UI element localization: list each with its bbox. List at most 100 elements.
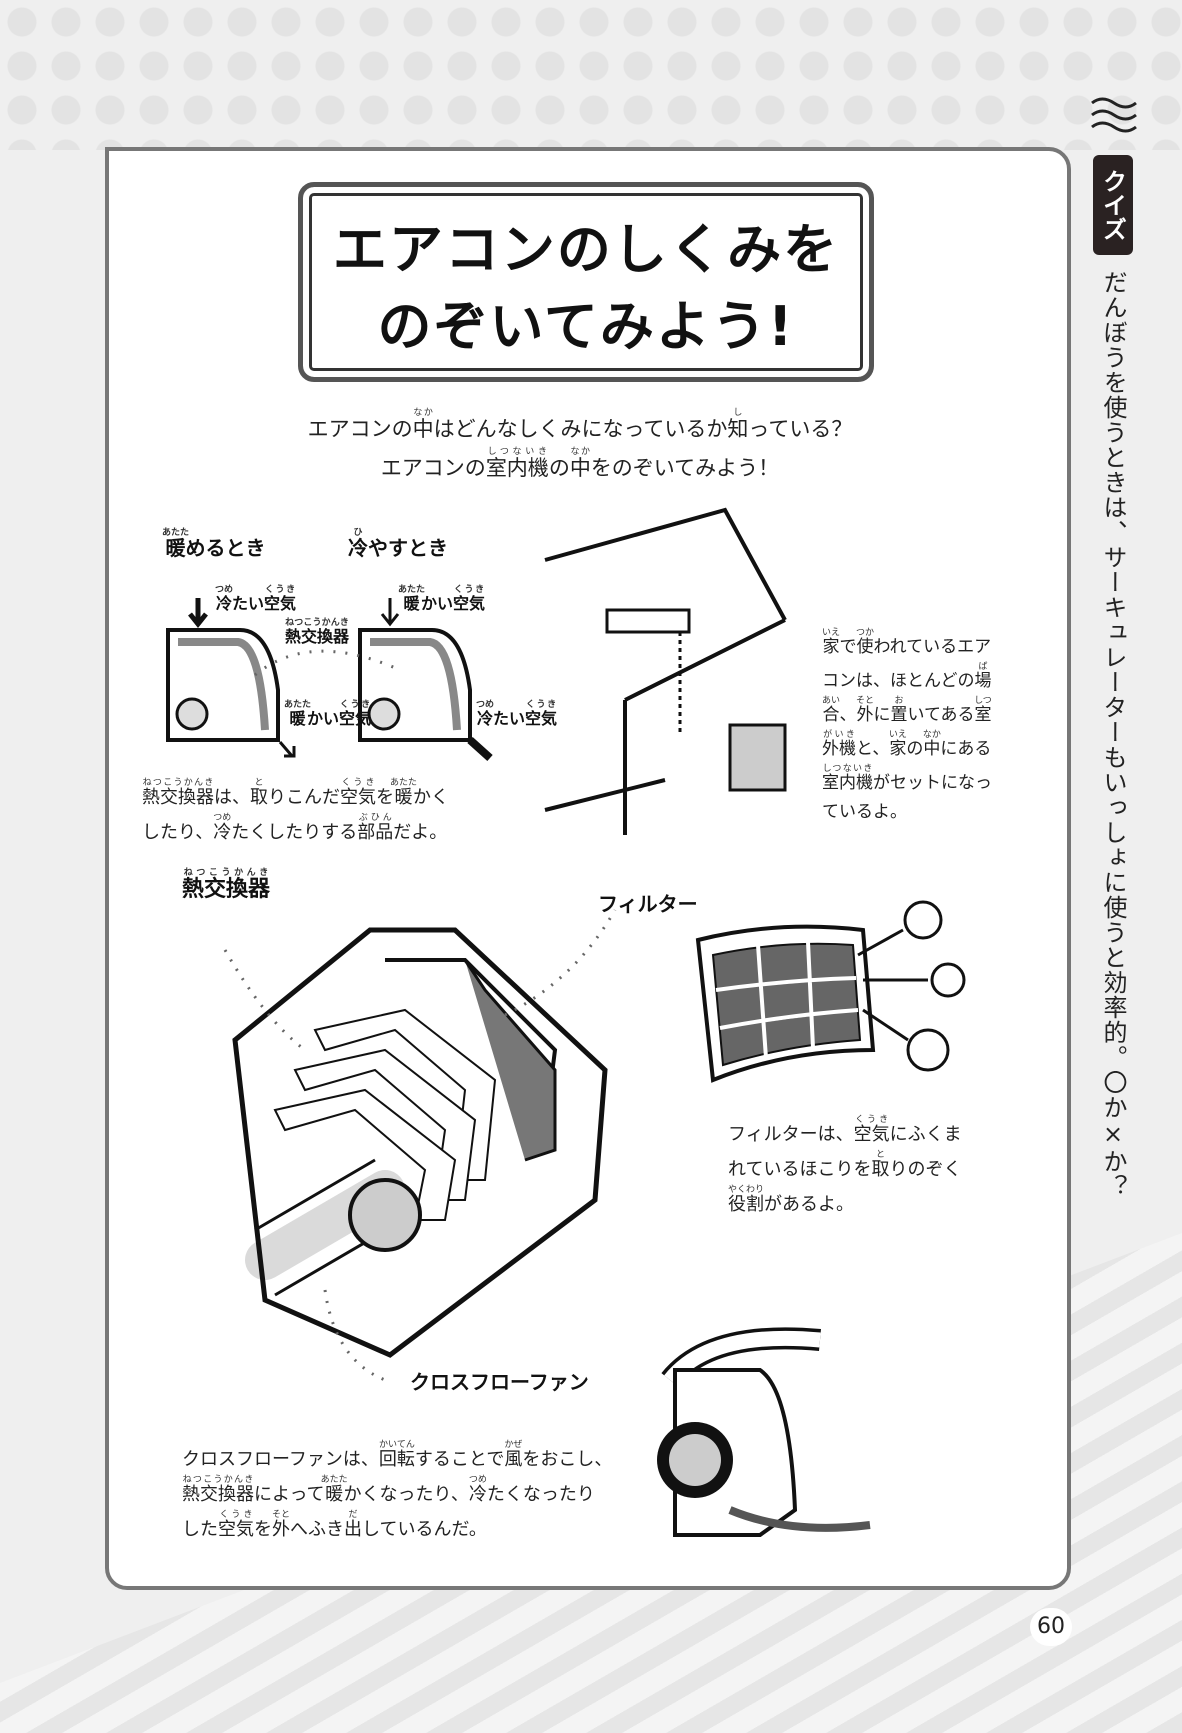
waves-icon [1091, 97, 1137, 133]
ruby-word: 取と [250, 778, 268, 808]
ruby-word: 中なか [412, 408, 434, 441]
furigana: ねつこうかんき [182, 868, 271, 878]
text-segment: クロスフローファンは、 [182, 1449, 379, 1470]
ruby-word: 暖あたた [284, 700, 312, 728]
furigana: あたた [390, 778, 418, 788]
furigana: つか [856, 628, 875, 638]
text-line: 外機がいきと、家いえの中なかにある [822, 730, 992, 764]
ruby-word: 出だ [344, 1510, 362, 1540]
furigana: つめ [476, 700, 495, 710]
room-caption: 家いえで使つかわれているエアコンは、ほとんどの場ば合あい、外そとに置おいてある室… [822, 628, 992, 827]
furigana: そと [272, 1510, 291, 1520]
furigana: しつないき [822, 764, 873, 774]
text-segment: を [254, 1519, 272, 1540]
title-box: エアコンのしくみを のぞいてみよう! [298, 182, 874, 382]
ruby-word: 冷つめ [468, 1475, 487, 1505]
furigana: つめ [215, 585, 234, 595]
text-segment: にふくま [889, 1124, 962, 1145]
ruby-word: 風かぜ [504, 1440, 523, 1470]
text-segment: の [906, 739, 924, 759]
text-segment: りこんだ [268, 787, 340, 808]
furigana: ねつこうかんき [182, 1475, 254, 1485]
furigana: くうき [525, 700, 558, 710]
furigana: かぜ [504, 1440, 523, 1450]
text-segment: かく [413, 787, 449, 808]
filter-label: フィルター [598, 892, 698, 916]
text-segment: を [376, 787, 394, 808]
page-title-line1: エアコンのしくみを [332, 218, 840, 281]
page-title-line2: のぞいてみよう! [377, 295, 795, 358]
ruby-word: 冷ひ [348, 528, 368, 560]
ruby-word: 空気くうき [853, 1115, 890, 1145]
text-segment: はどんなしくみになっているか [433, 417, 728, 441]
furigana: ねつこうかんき [142, 778, 214, 788]
exchanger-label-small: 熱交換器ねつこうかんき [285, 618, 349, 647]
text-line: した空気くうきを外そとへふき出だしているんだ。 [182, 1510, 612, 1545]
filter-caption: フィルターは、空気くうきにふくまれているほこりを取とりのぞく役割やくわりがあるよ… [728, 1115, 962, 1220]
content-panel [105, 147, 1071, 1590]
cool-heading: 冷ひやすとき [348, 528, 448, 561]
text-segment: で [839, 637, 857, 657]
warm-heading: 暖あたためるとき [162, 528, 266, 561]
furigana: と [871, 1150, 890, 1160]
furigana: しつないき [485, 447, 549, 457]
text-segment: がセットになっ [873, 773, 992, 793]
text-segment: たくなったり [486, 1484, 595, 1505]
text-segment: エアコンの [380, 456, 486, 480]
room-illustration [544, 507, 787, 835]
fan-label: クロスフローファン [410, 1370, 589, 1394]
furigana: あたた [398, 585, 426, 595]
ruby-word: 使つか [856, 628, 875, 657]
heat-exchanger-diagram [166, 598, 493, 761]
ruby-word: 空気くうき [453, 585, 486, 613]
ruby-word: 外機がいき [822, 730, 856, 759]
furigana: だ [344, 1510, 362, 1520]
text-segment: かい [421, 594, 454, 613]
cool-out-label: 冷つめたい空気くうき [476, 700, 557, 729]
text-segment: によって [254, 1484, 325, 1505]
ruby-word: 置お [890, 696, 908, 725]
furigana: やくわり [728, 1185, 765, 1195]
ruby-word: 空気くうき [340, 778, 376, 808]
text-segment: っている？ [748, 417, 853, 441]
text-segment: しているんだ。 [362, 1519, 487, 1540]
ruby-word: 部品ぶひん [357, 813, 394, 843]
text-segment: に [873, 705, 891, 725]
ruby-word: 室内機しつないき [822, 764, 873, 793]
furigana: し [727, 408, 749, 418]
furigana: いえ [822, 628, 841, 638]
ruby-word: 家いえ [888, 730, 907, 759]
page-number: 60 [1030, 1608, 1072, 1646]
text-segment: フィルターは、 [728, 1124, 854, 1145]
ruby-word: 熱交換器ねつこうかんき [182, 1475, 254, 1505]
quiz-question: だんぼうを使うときは、サーキュレーターもいっしょに使うと効率的。〇か×か？ [1099, 270, 1127, 1199]
text-line: 室内機しつないきがセットになっ [822, 764, 992, 798]
ruby-word: 暖あたた [390, 778, 418, 808]
text-segment: かくなったり、 [343, 1484, 469, 1505]
ruby-word: 空気くうき [218, 1510, 254, 1540]
ruby-word: 外そと [272, 1510, 291, 1540]
furigana: つめ [213, 813, 232, 823]
exchanger-label: 熱交換器ねつこうかんき [182, 868, 270, 903]
text-line: エアコンの室内機しつないきの中なかをのぞいてみよう！ [200, 447, 960, 486]
furigana: と [250, 778, 268, 788]
ruby-word: 回転かいてん [378, 1440, 415, 1470]
fan-caption: クロスフローファンは、回転かいてんすることで風かぜをおこし、熱交換器ねつこうかん… [182, 1440, 612, 1545]
text-segment: の [548, 456, 570, 480]
furigana: ねつこうかんき [285, 618, 349, 628]
warm-in-label: 冷つめたい空気くうき [215, 585, 296, 614]
filter-illustration [695, 900, 966, 1083]
text-segment: エアコンの [307, 417, 413, 441]
text-segment: われているエア [873, 637, 992, 657]
ruby-word: 合あい [822, 696, 841, 725]
background-dots [0, 0, 1182, 150]
ruby-word: 取と [871, 1150, 890, 1180]
text-segment: へふき [290, 1519, 344, 1540]
text-segment: をおこし、 [522, 1449, 613, 1470]
ruby-word: 室しつ [974, 696, 992, 725]
furigana: なか [922, 730, 941, 740]
text-segment: ているよ。 [822, 802, 907, 822]
furigana: あたた [162, 528, 190, 538]
furigana: くうき [340, 778, 376, 788]
cool-in-label: 暖あたたかい空気くうき [398, 585, 485, 614]
